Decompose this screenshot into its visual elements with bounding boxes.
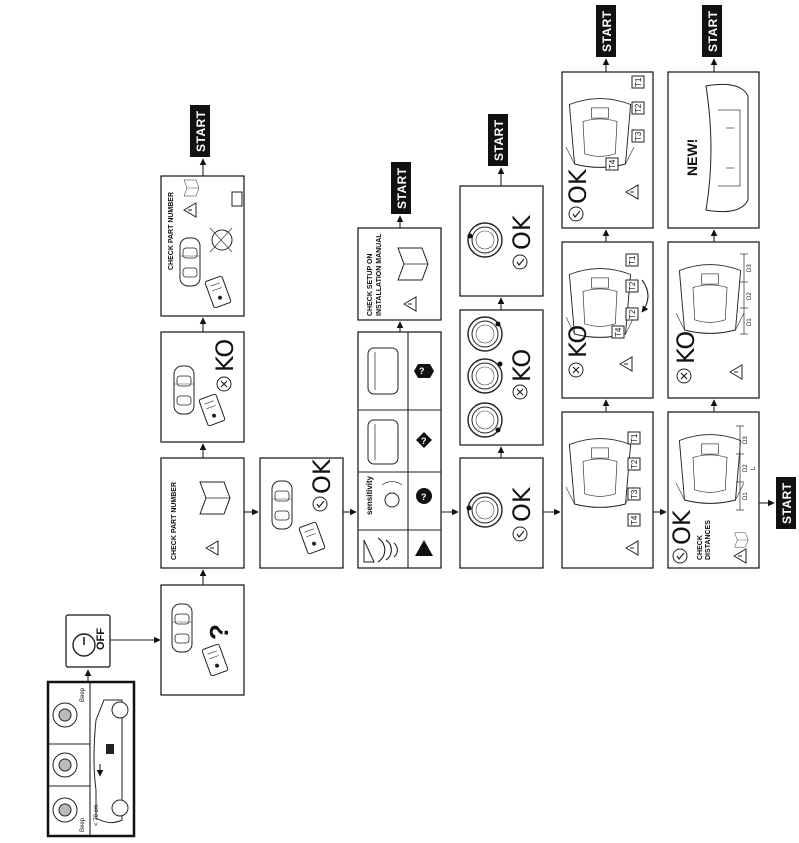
sensitivity-icon	[381, 481, 403, 508]
start-flag: START	[702, 5, 722, 57]
svg-text:T2: T2	[634, 103, 643, 113]
check-part-number-label: CHECK PART NUMBER	[171, 482, 178, 560]
start-flag: START	[776, 477, 796, 529]
check-part-number-label: CHECK PART NUMBER	[168, 192, 175, 270]
svg-text:T3: T3	[634, 131, 643, 141]
car-front-icon	[367, 419, 399, 465]
warning-triangle-icon	[415, 540, 433, 556]
sensitivity-label: sensitivity	[365, 475, 374, 515]
svg-text:?: ?	[421, 492, 427, 502]
off-label: OFF	[95, 628, 107, 650]
svg-text:T2: T2	[628, 281, 637, 291]
step-ko-1: KO	[160, 331, 245, 443]
check-setup-line1: CHECK SETUP ON	[367, 254, 374, 317]
step-check-part-number-1: CHECK PART NUMBER	[160, 457, 245, 569]
svg-text:T2: T2	[630, 459, 639, 469]
ok-label: OK	[508, 214, 536, 250]
flow-arrows	[84, 58, 775, 682]
step-check-distances: D3 D2 D1 L OK CHECK DISTANCES	[667, 411, 760, 569]
question-mark: ?	[204, 624, 234, 640]
svg-text:T1: T1	[628, 255, 637, 265]
step-car-ok: OK	[259, 457, 344, 569]
svg-text:D3: D3	[747, 264, 753, 272]
distance-label: < 70 cm	[94, 804, 100, 826]
check-setup-line2: INSTALLATION MANUAL	[376, 233, 383, 316]
svg-text:T1: T1	[630, 433, 639, 443]
svg-text:L: L	[751, 466, 757, 470]
help-diamond-icon: ?	[416, 432, 432, 448]
svg-text:?: ?	[421, 436, 427, 446]
step-car-unit-question: ?	[160, 584, 245, 696]
car-side-icon	[93, 699, 129, 824]
help-circle-icon: ?	[416, 488, 432, 504]
sensor-cluster-icon	[209, 191, 243, 253]
svg-text:T1: T1	[634, 77, 643, 87]
svg-text:START: START	[492, 119, 506, 161]
start-flag: START	[190, 105, 210, 157]
start-flag: START	[596, 5, 616, 57]
check-distances-line2: DISTANCES	[705, 520, 712, 560]
wave-icon	[363, 537, 398, 563]
svg-text:T4: T4	[614, 327, 623, 337]
car-rear-icon	[367, 347, 399, 395]
svg-text:T2: T2	[628, 309, 637, 319]
svg-text:D2: D2	[743, 464, 749, 472]
svg-text:START: START	[780, 482, 794, 524]
power-icon	[72, 633, 96, 657]
beep-speaker-icon	[52, 702, 78, 728]
bumper-icon	[705, 83, 749, 213]
beep-label: Beep	[80, 687, 86, 702]
step-distances-ko: D3 D2 D1 KO	[667, 241, 760, 399]
svg-text:START: START	[194, 110, 208, 152]
step-sensor-ok: OK	[459, 457, 544, 569]
ko-label: KO	[564, 325, 592, 358]
start-flag: START	[391, 162, 411, 214]
svg-text:T4: T4	[608, 159, 617, 169]
step-sensors-ko: KO	[459, 309, 544, 446]
beep-speaker-icon	[52, 797, 78, 823]
svg-text:START: START	[706, 10, 720, 52]
svg-text:D3: D3	[743, 436, 749, 444]
ok-label: OK	[508, 486, 536, 522]
start-flag: START	[488, 114, 508, 166]
ok-label: OK	[564, 168, 592, 204]
svg-text:D1: D1	[747, 318, 753, 326]
step-check-setup: CHECK SETUP ON INSTALLATION MANUAL	[357, 227, 442, 321]
beep-speaker-icon	[52, 752, 78, 778]
ok-label: OK	[308, 458, 336, 494]
svg-text:START: START	[600, 10, 614, 52]
ko-label: KO	[508, 349, 536, 382]
svg-text:T3: T3	[630, 489, 639, 499]
help-octagon-icon: ?	[414, 364, 434, 378]
svg-text:D1: D1	[743, 492, 749, 500]
step-sensor-ok-2: OK	[459, 185, 544, 297]
settings-grid: sensitivity ? ? ?	[357, 331, 442, 569]
beep-label: Beep	[80, 817, 86, 832]
step-rear-sensors: T1 T2 T3 T4	[561, 411, 654, 569]
ko-label: KO	[672, 331, 700, 364]
power-off-box: OFF	[65, 614, 111, 668]
new-label: NEW!	[684, 139, 700, 176]
intro-panel: Beep Beep < 70 cm	[46, 680, 136, 838]
step-rear-ok: T1 T2 T3 T4 OK	[561, 71, 654, 229]
step-check-part-number-2: CHECK PART NUMBER	[160, 175, 245, 317]
step-new-bumper: NEW!	[667, 71, 760, 229]
check-distances-line1: CHECK	[697, 535, 704, 560]
svg-text:D2: D2	[747, 292, 753, 300]
ko-label: KO	[211, 339, 239, 372]
svg-text:T4: T4	[630, 515, 639, 525]
svg-text:?: ?	[419, 366, 425, 376]
svg-text:START: START	[395, 167, 409, 209]
step-rear-ko: T1 T2 T2 T4 KO	[561, 241, 654, 399]
ok-label: OK	[668, 509, 696, 545]
